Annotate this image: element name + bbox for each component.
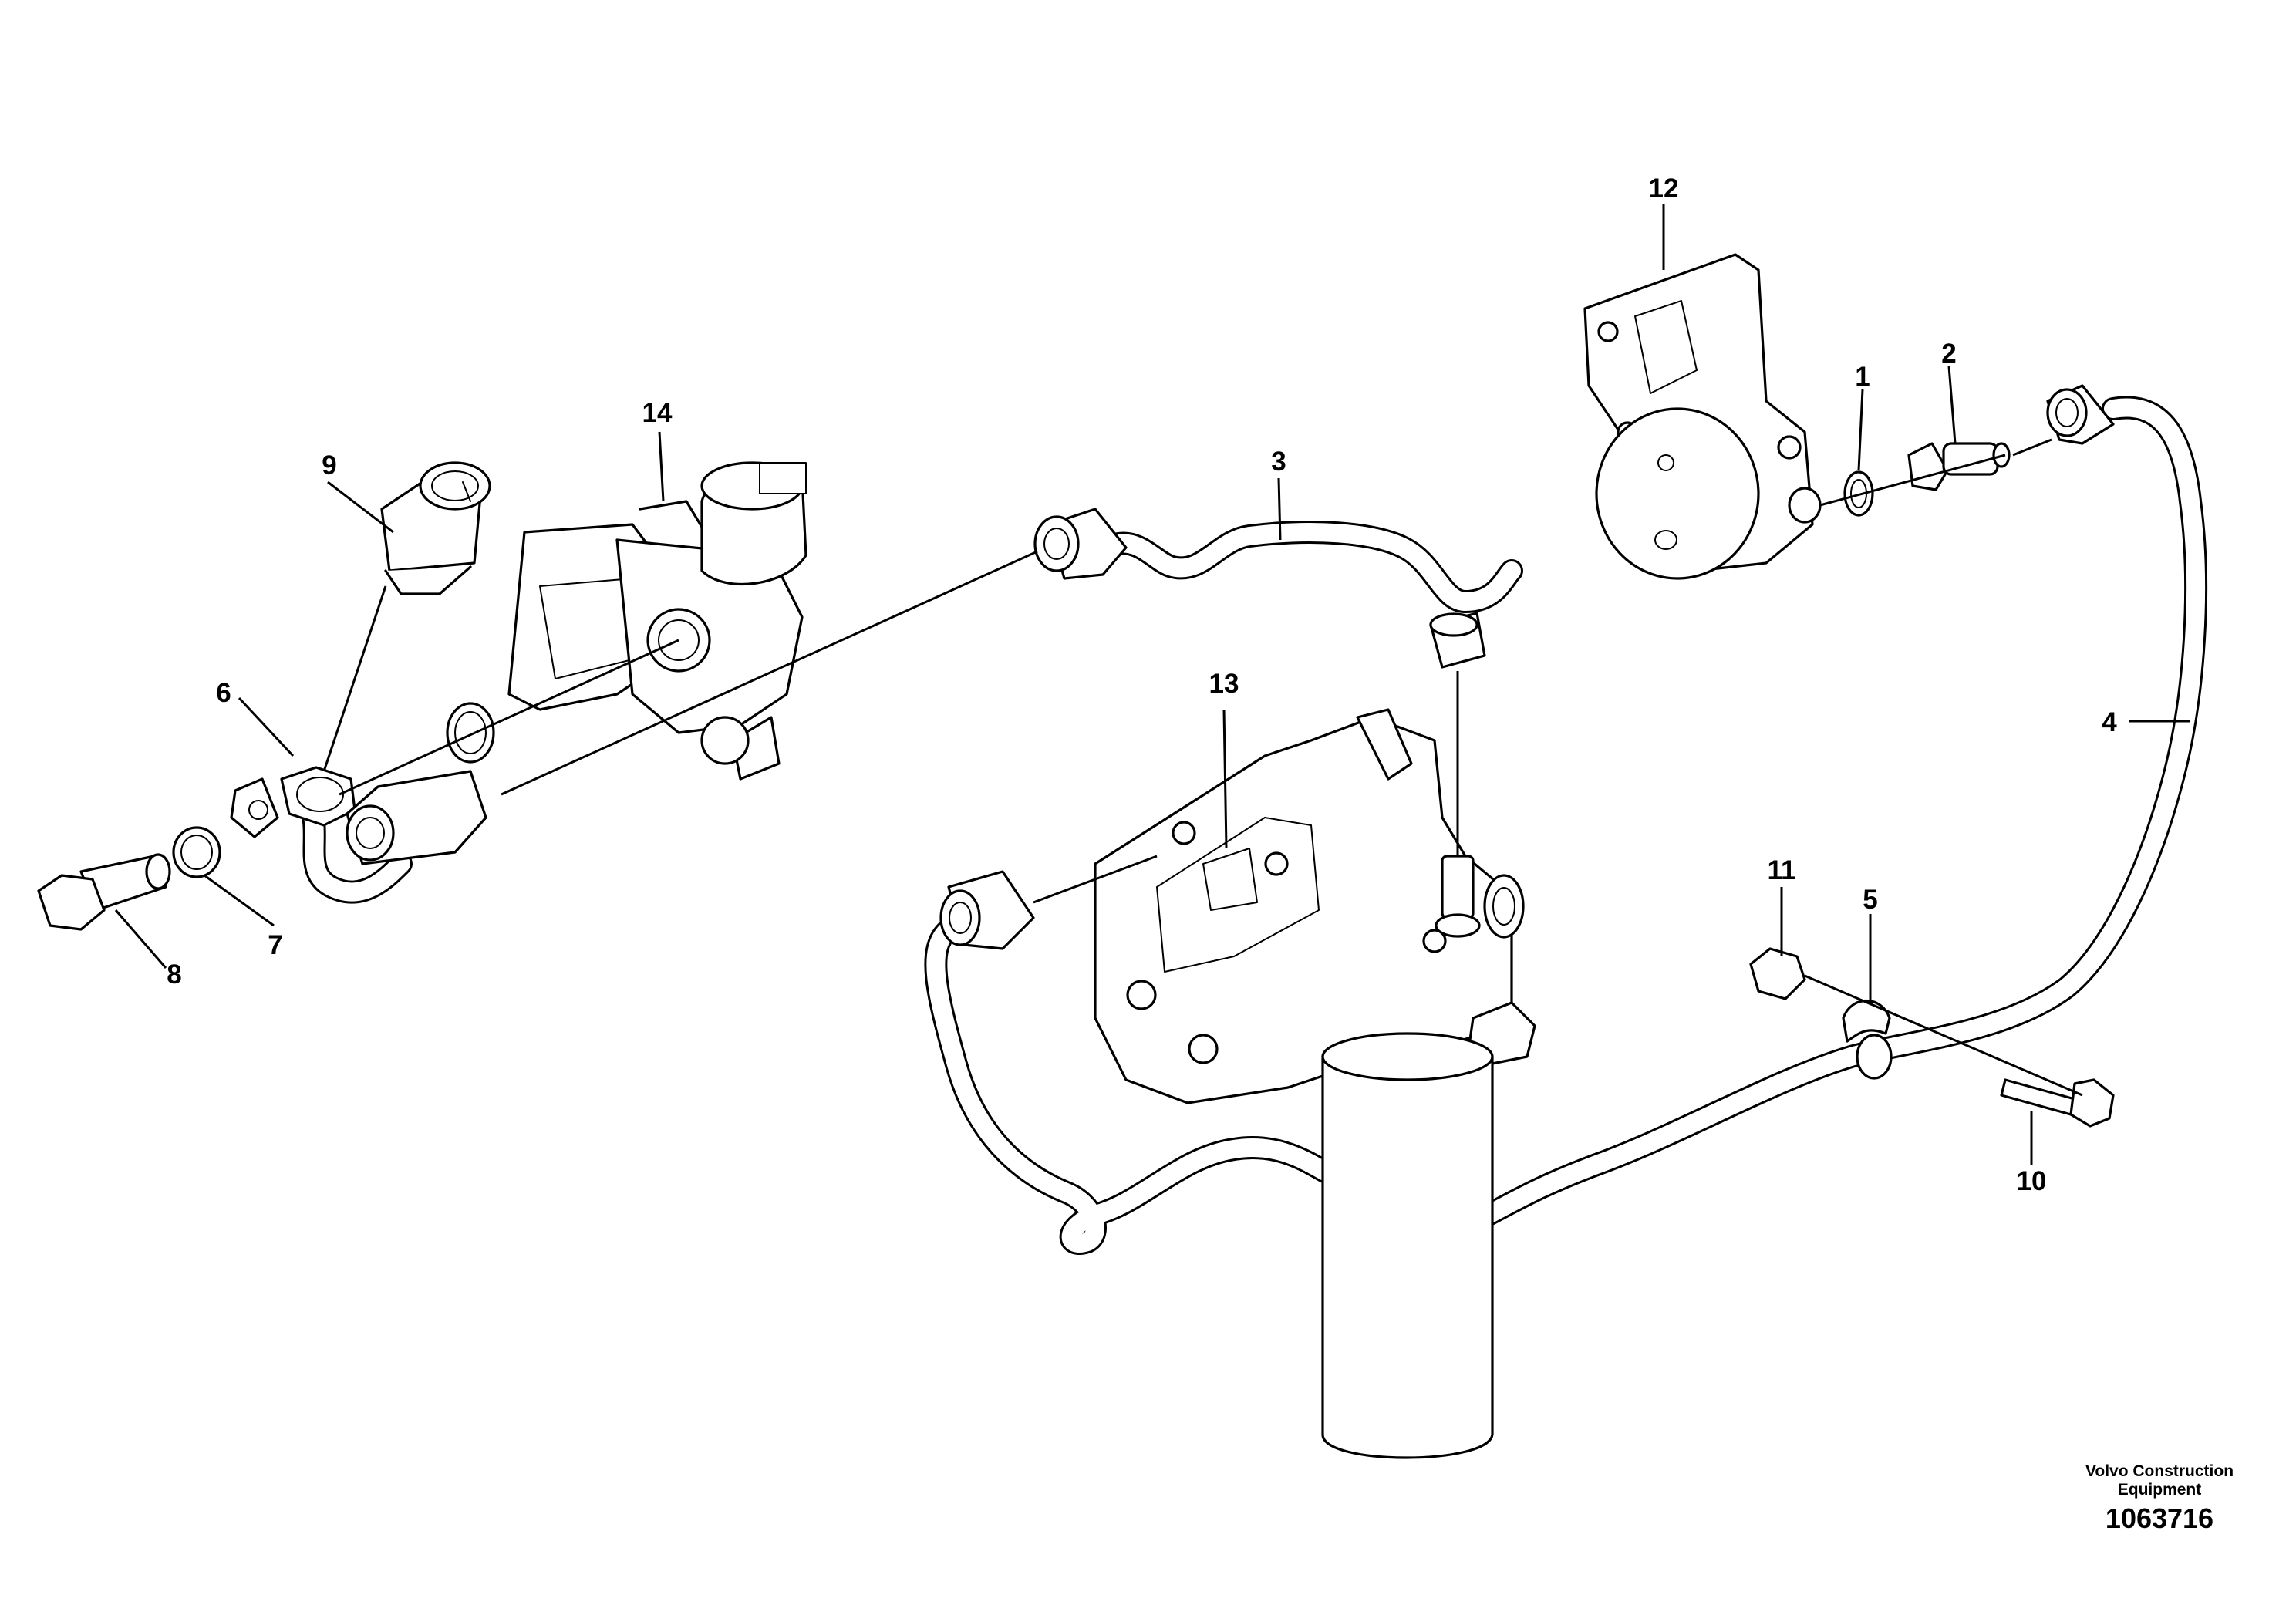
sealing-ring-7: [172, 826, 221, 878]
brand-line-2: Equipment: [2117, 1481, 2202, 1499]
pipe-3: [1107, 521, 1523, 613]
callout-13: 13: [1209, 669, 1239, 699]
union-nut-6: [230, 766, 356, 838]
callout-9: 9: [322, 450, 336, 481]
callout-10: 10: [2017, 1166, 2047, 1196]
filter-canister: [1321, 1032, 1494, 1459]
callout-8: 8: [167, 959, 181, 990]
filter-head-inlet-union: [939, 870, 1035, 950]
brand-caption: Volvo Construction Equipment: [2052, 1462, 2267, 1499]
callout-12: 12: [1649, 174, 1679, 204]
leader-lines: [114, 204, 2190, 1165]
pressure-sensor-9: [380, 461, 491, 595]
drawing-number: 1063716: [2105, 1502, 2214, 1534]
pipe-4: [1469, 396, 2208, 1230]
callout-5: 5: [1863, 885, 1877, 915]
bolt-10: [2000, 1078, 2115, 1128]
callout-2: 2: [1941, 339, 1956, 369]
callout-6: 6: [216, 678, 231, 708]
clamp-5: [1842, 1000, 1893, 1080]
pipe-3-end-fitting: [1033, 508, 1486, 669]
bracket-12: [1583, 253, 1822, 580]
sensor-nipple-2: [1907, 442, 2011, 491]
callout-4: 4: [2102, 707, 2117, 737]
callout-11: 11: [1768, 855, 1796, 885]
callout-7: 7: [268, 930, 282, 960]
pipe-filter-return: [924, 918, 1338, 1255]
callout-1: 1: [1855, 362, 1870, 392]
callout-3: 3: [1271, 447, 1286, 477]
pipe-4-end-fitting: [2046, 384, 2115, 445]
pipe-left-union: [297, 791, 413, 904]
nut-11: [1749, 947, 1806, 1000]
filter-head-13: [1094, 708, 1536, 1104]
o-ring-center-left: [446, 702, 495, 764]
filter-head-sensor: [1435, 855, 1481, 938]
callout-14: 14: [642, 398, 673, 428]
brand-line-1: Volvo Construction: [2085, 1462, 2234, 1480]
union-fitting-left: [346, 770, 487, 865]
valve-housing-14: [507, 461, 807, 781]
hollow-screw-8: [37, 853, 171, 931]
callout-labels: 1 2 3 4 5 6 7 8 9 10 11 12 13 14: [167, 174, 2117, 1196]
